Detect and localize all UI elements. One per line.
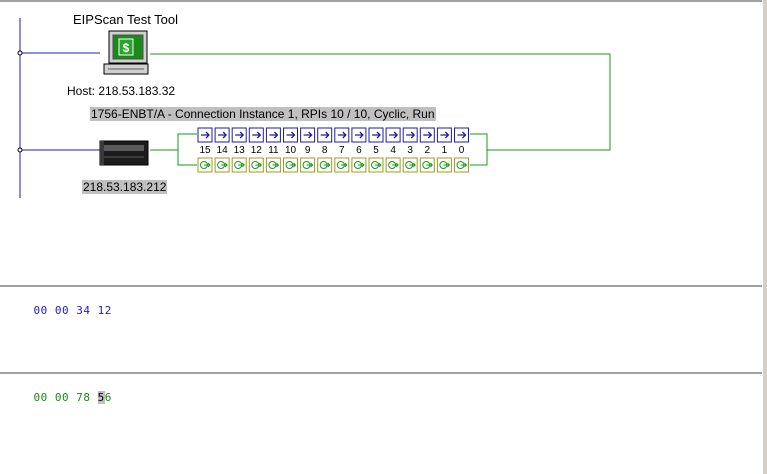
- bit-number-label: 9: [304, 145, 311, 156]
- right-scroll-edge[interactable]: [762, 0, 767, 474]
- input-bit-12-icon[interactable]: [248, 127, 264, 143]
- output-cursor-digit[interactable]: 5: [97, 391, 105, 404]
- input-bit-10-icon[interactable]: [283, 127, 298, 143]
- output-trailing-digit[interactable]: 6: [104, 391, 112, 404]
- input-byte-0[interactable]: 00: [33, 304, 48, 317]
- input-bit-6-icon[interactable]: [351, 127, 367, 143]
- input-hex-line: 00 00 34 12: [5, 291, 112, 330]
- bit-number-label: 7: [339, 145, 345, 156]
- host-node-dot: [17, 50, 23, 56]
- computer-dollar-icon[interactable]: $: [103, 30, 149, 75]
- output-bit-6-icon[interactable]: [351, 157, 367, 173]
- input-byte-3[interactable]: 12: [97, 304, 112, 317]
- output-bit-5-icon[interactable]: [368, 157, 384, 173]
- host-title: EIPScan Test Tool: [73, 12, 179, 27]
- input-bit-3-icon[interactable]: [402, 127, 418, 143]
- host-address-label: Host: 218.53.183.32: [67, 84, 176, 98]
- input-data-pane[interactable]: 00 00 34 12: [0, 285, 762, 372]
- input-bit-1-icon[interactable]: [436, 127, 452, 143]
- output-bit-7-icon[interactable]: [334, 157, 350, 173]
- output-bit-0-icon[interactable]: [454, 157, 469, 173]
- ethernet-module-icon[interactable]: [99, 140, 149, 166]
- output-bit-9-icon[interactable]: [300, 157, 316, 173]
- network-diagram: $: [17, 18, 611, 198]
- input-bit-4-icon[interactable]: [385, 127, 401, 143]
- output-bit-14-icon[interactable]: [214, 157, 230, 173]
- adapter-address-label: 218.53.183.212: [82, 180, 168, 194]
- input-byte-1[interactable]: 00: [54, 304, 70, 317]
- output-bit-15-icon[interactable]: [197, 157, 213, 173]
- output-bit-12-icon[interactable]: [248, 157, 264, 173]
- bit-number-label: 6: [356, 145, 362, 156]
- bit-number-label: 11: [268, 145, 279, 156]
- input-bit-15-icon[interactable]: [197, 127, 213, 143]
- output-bit-11-icon[interactable]: [265, 157, 281, 173]
- input-bit-8-icon[interactable]: [317, 127, 333, 143]
- bit-number-label: 14: [216, 145, 228, 156]
- output-hex-line: 00 00 78 56: [5, 378, 112, 417]
- input-bit-14-icon[interactable]: [214, 127, 230, 143]
- input-bit-9-icon[interactable]: [300, 127, 316, 143]
- bit-number-label: 8: [321, 145, 328, 156]
- output-bit-1-icon[interactable]: [436, 157, 452, 173]
- output-bit-3-icon[interactable]: [402, 157, 418, 173]
- svg-text:$: $: [123, 41, 130, 55]
- bit-number-label: 4: [390, 145, 396, 156]
- network-diagram-pane: $ EIPScan Test Tool Host: 218.53.183.32 …: [0, 0, 762, 198]
- bit-number-label: 0: [458, 145, 465, 156]
- connection-bracket-left: [150, 133, 197, 151]
- bit-number-label: 5: [373, 145, 379, 156]
- bit-cell-group: [197, 127, 469, 173]
- input-bit-5-icon[interactable]: [368, 127, 384, 143]
- input-bit-0-icon[interactable]: [454, 127, 469, 143]
- input-bit-2-icon[interactable]: [419, 127, 435, 143]
- connection-path: [150, 53, 611, 151]
- output-bit-2-icon[interactable]: [419, 157, 435, 173]
- output-bit-4-icon[interactable]: [385, 157, 401, 173]
- connection-label[interactable]: 1756-ENBT/A - Connection Instance 1, RPI…: [90, 107, 436, 121]
- bit-number-label: 12: [250, 145, 262, 156]
- input-byte-2[interactable]: 34: [76, 304, 91, 317]
- output-bit-10-icon[interactable]: [283, 157, 298, 173]
- adapter-node-dot: [17, 147, 23, 153]
- input-bit-7-icon[interactable]: [334, 127, 350, 143]
- output-byte-1[interactable]: 00: [54, 391, 70, 404]
- output-bit-8-icon[interactable]: [317, 157, 333, 173]
- connection-bracket-left-out: [177, 150, 197, 166]
- output-byte-0[interactable]: 00: [33, 391, 48, 404]
- output-data-pane[interactable]: 00 00 78 56: [0, 372, 762, 474]
- input-bit-11-icon[interactable]: [265, 127, 281, 143]
- input-bit-13-icon[interactable]: [231, 127, 247, 143]
- bit-number-label: 10: [284, 145, 297, 156]
- bit-number-label: 13: [233, 145, 245, 156]
- connection-bracket-right: [470, 133, 488, 166]
- output-byte-3[interactable]: 56: [97, 391, 112, 404]
- output-bit-13-icon[interactable]: [231, 157, 247, 173]
- bit-number-label: 1: [441, 145, 448, 156]
- bit-number-label: 2: [424, 145, 431, 156]
- bit-number-label: 3: [407, 145, 413, 156]
- bit-number-label: 15: [199, 145, 211, 156]
- output-byte-2[interactable]: 78: [76, 391, 91, 404]
